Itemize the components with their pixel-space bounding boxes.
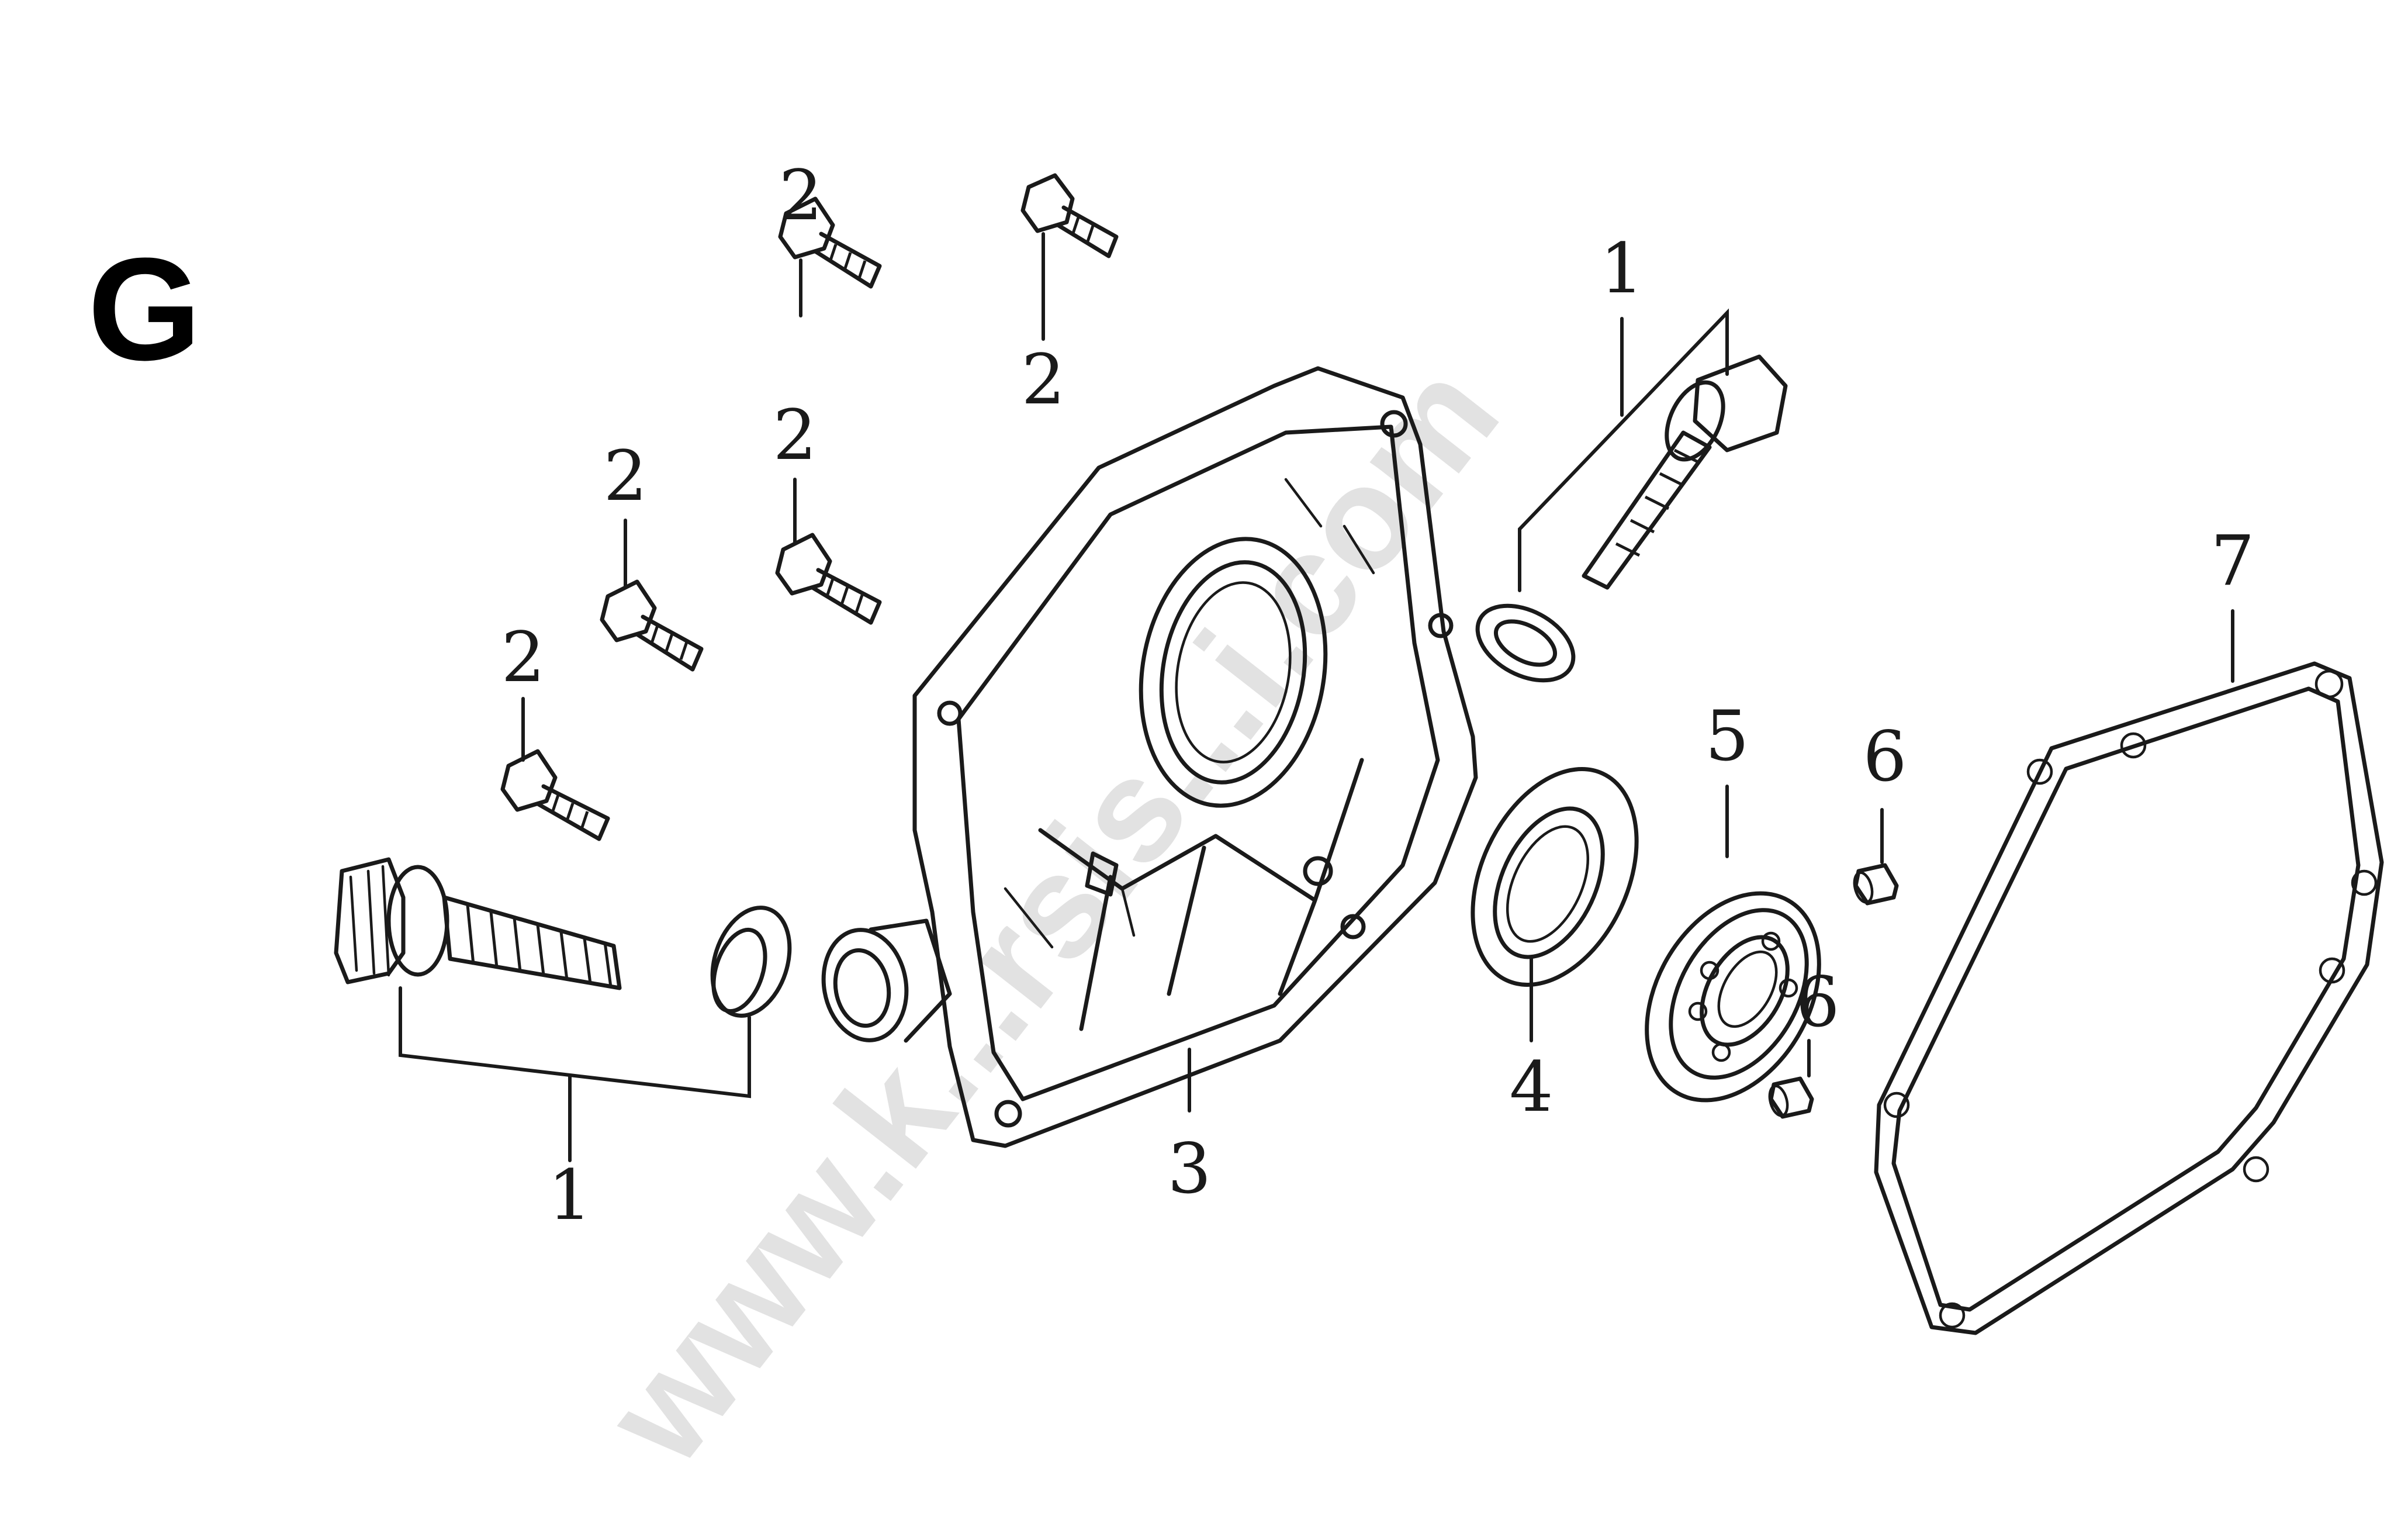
callout-6-lower: 6 <box>1795 962 1839 1042</box>
callout-2-d: 2 <box>603 436 647 516</box>
crankcase-cover <box>821 366 1478 1148</box>
callout-2-b: 2 <box>1021 339 1065 420</box>
callout-7: 7 <box>2210 520 2254 601</box>
callout-1-left-leader <box>399 986 751 1162</box>
callout-2-a: 2 <box>779 155 822 236</box>
watermark: www.k...rsis...i.com <box>573 334 1529 1493</box>
dowel-pin-upper <box>1853 863 1899 906</box>
callout-2-c: 2 <box>773 395 816 475</box>
flange-bolt-2 <box>1020 173 1119 258</box>
oil-seal <box>1471 767 1639 987</box>
flange-bolt-3 <box>775 533 882 625</box>
flange-bolt-5 <box>500 749 610 841</box>
callout-1-right-leader <box>1518 308 1729 592</box>
callout-6-upper: 6 <box>1863 716 1907 797</box>
ball-bearing <box>1645 891 1821 1103</box>
callout-5: 5 <box>1705 696 1749 776</box>
o-ring-right <box>1475 603 1576 683</box>
oil-filler-plug-right <box>1582 354 1788 590</box>
flange-bolt-1 <box>778 196 882 289</box>
section-letter: G <box>88 227 201 391</box>
dowel-pin-lower <box>1768 1076 1814 1119</box>
callout-2-e: 2 <box>501 617 545 697</box>
oil-filler-plug-left <box>334 857 622 990</box>
callout-1-right: 1 <box>1600 228 1644 309</box>
callout-1-left: 1 <box>548 1155 591 1235</box>
callout-3: 3 <box>1167 1128 1211 1209</box>
flange-bolt-4 <box>600 579 704 672</box>
gasket <box>1874 661 2384 1335</box>
o-ring-left <box>710 906 792 1018</box>
callout-4: 4 <box>1509 1046 1553 1127</box>
